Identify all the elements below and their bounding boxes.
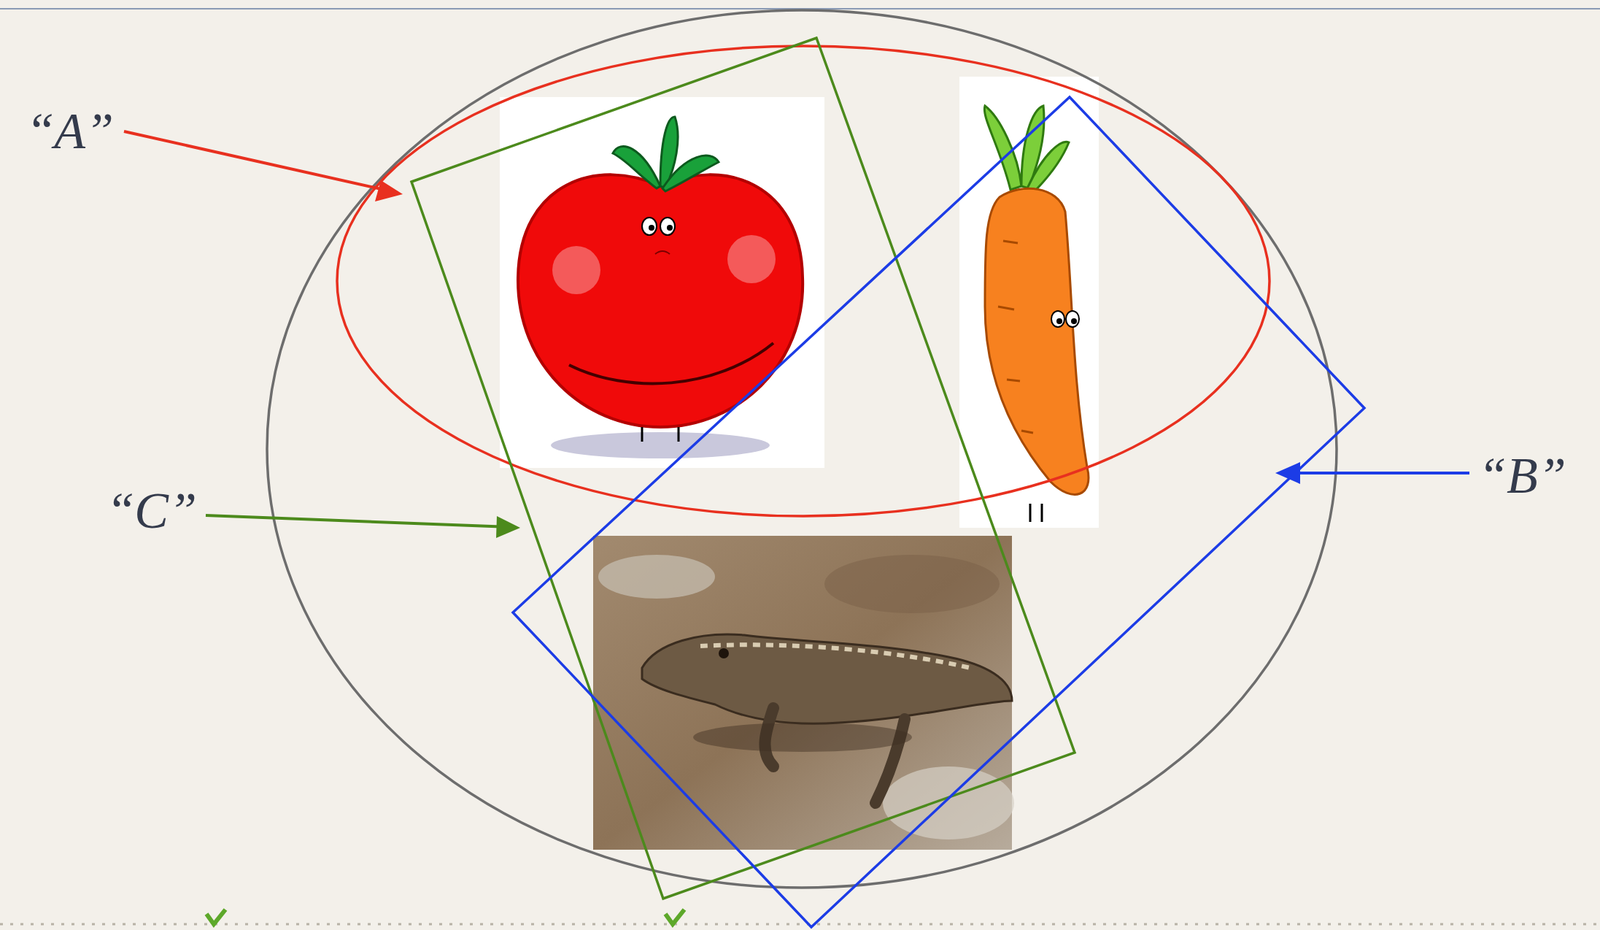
set-label: “C” [105, 485, 197, 537]
leader-arrow [1285, 471, 1470, 475]
dotted-rule [0, 922, 1600, 926]
check-icon [206, 909, 685, 924]
arrow-head [375, 180, 403, 202]
set-label: “A” [25, 105, 114, 157]
set-b-rectangle [512, 97, 1365, 927]
set-label: “B” [1478, 450, 1567, 502]
tomato-picture [499, 97, 825, 468]
leader-arrow [205, 515, 511, 527]
arrow-head [496, 515, 521, 538]
carrot-picture [959, 76, 1099, 528]
lizard-photo [593, 535, 1015, 850]
arrow-head [1275, 461, 1301, 484]
set-a-ellipse [337, 45, 1270, 516]
leader-arrow [124, 131, 394, 192]
universe-ellipse [267, 10, 1337, 888]
set-c-rectangle [411, 37, 1075, 899]
